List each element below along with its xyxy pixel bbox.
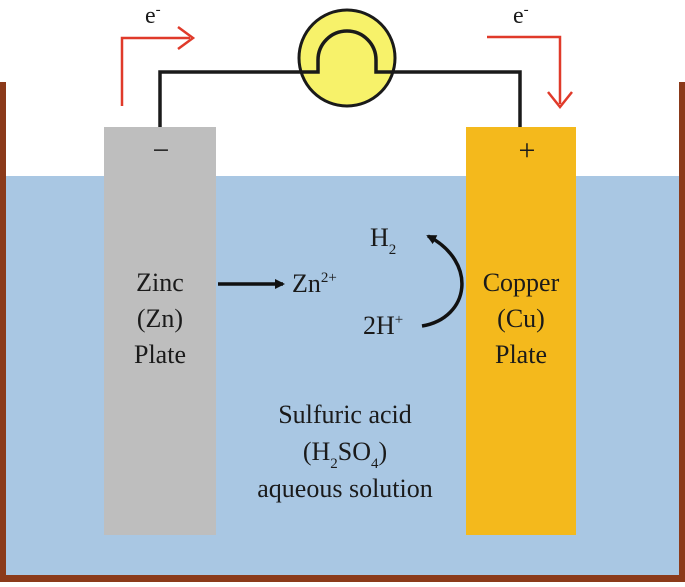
copper-label-plate: Plate — [495, 340, 547, 369]
copper-label-symbol: (Cu) — [497, 304, 545, 333]
solution-label-formula: (H2SO4) — [303, 437, 387, 472]
hydrogen-ion-label: 2H+ — [363, 311, 403, 340]
copper-label-name: Copper — [483, 268, 560, 297]
external-wire — [158, 70, 522, 127]
beaker — [0, 82, 685, 582]
electron-label-left: e- — [145, 2, 161, 29]
solution-label-type: aqueous solution — [257, 474, 433, 503]
arrow-right-icon — [120, 25, 196, 106]
zinc-label-plate: Plate — [134, 340, 186, 369]
positive-terminal-sign: + — [519, 134, 536, 167]
zinc-ion-label: Zn2+ — [292, 269, 337, 298]
arrow-down-icon — [487, 35, 573, 110]
hydrogen-gas-label: H2 — [370, 223, 396, 258]
electron-label-right: e- — [513, 2, 529, 29]
beaker-wall-left — [0, 82, 6, 582]
copper-plate — [466, 127, 576, 535]
reduction-arrow — [421, 234, 464, 328]
solution-label-name: Sulfuric acid — [278, 400, 412, 429]
negative-terminal-sign: − — [153, 134, 170, 167]
zinc-label-symbol: (Zn) — [137, 304, 183, 333]
zinc-label-name: Zinc — [136, 268, 184, 297]
zinc-plate — [104, 127, 216, 535]
beaker-floor — [0, 575, 685, 582]
beaker-wall-right — [679, 82, 685, 582]
light-bulb-icon — [297, 8, 397, 108]
